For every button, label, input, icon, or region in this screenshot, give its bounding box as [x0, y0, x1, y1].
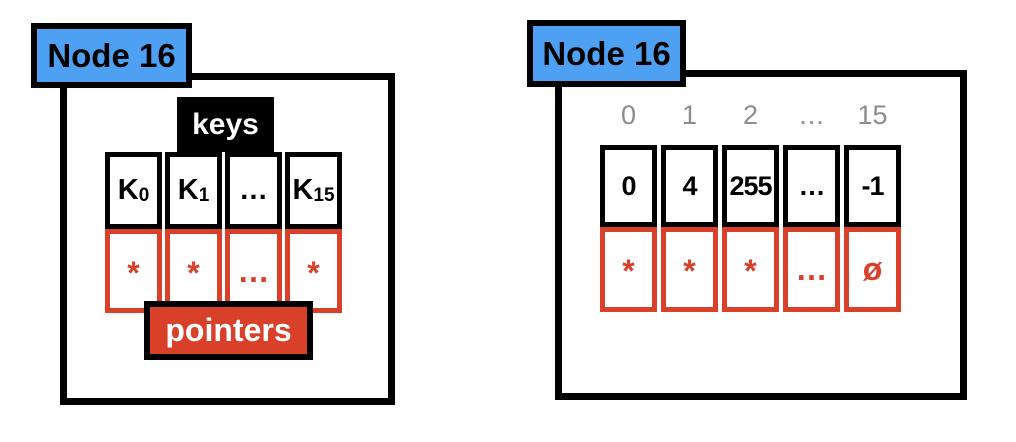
- index-label: 0: [620, 99, 637, 130]
- index-label: 2: [742, 99, 759, 130]
- pointer-asterisk: *: [622, 253, 635, 289]
- pointer-cell: *: [600, 227, 657, 312]
- pointer-cell: *: [661, 227, 718, 312]
- null-pointer-symbol: ø: [862, 251, 883, 287]
- key-base: K: [292, 174, 314, 206]
- index-label: 15: [857, 99, 888, 130]
- key-cell-ellipsis: …: [225, 152, 282, 229]
- index-row: 0 1 2 … 15: [600, 98, 901, 132]
- pointers-row: * * … *: [105, 229, 342, 313]
- pointer-cell: *: [165, 229, 222, 313]
- key-subscript: 0: [138, 185, 150, 206]
- pointers-row: * * * … ø: [600, 227, 901, 312]
- keys-row: 0 4 255 … -1: [600, 145, 901, 227]
- pointer-asterisk: *: [127, 254, 140, 291]
- key-base: K: [177, 174, 199, 206]
- node-title-label: Node 16: [542, 34, 671, 72]
- node-title-label: Node 16: [47, 36, 176, 74]
- pointer-cell: *: [285, 229, 342, 313]
- pointer-cell: *: [722, 227, 779, 312]
- key-base: …: [239, 174, 268, 206]
- key-cell: 255: [722, 145, 779, 227]
- key-subscript: 15: [313, 185, 335, 206]
- index-label: 1: [681, 99, 698, 130]
- key-cell: 0: [600, 145, 657, 227]
- key-base: K: [117, 174, 139, 206]
- pointer-cell-ellipsis: …: [783, 227, 840, 312]
- key-cell-ellipsis: …: [783, 145, 840, 227]
- keys-label: keys: [177, 97, 274, 152]
- pointer-asterisk: *: [307, 254, 320, 291]
- pointer-asterisk: *: [683, 253, 696, 289]
- pointer-asterisk: *: [744, 253, 757, 289]
- node-title-badge: Node 16: [527, 20, 686, 87]
- node-title-badge: Node 16: [31, 23, 192, 88]
- pointer-asterisk: *: [187, 254, 200, 291]
- index-label-ellipsis: …: [798, 99, 825, 130]
- key-cell: -1: [844, 145, 901, 227]
- key-subscript: 1: [198, 185, 210, 206]
- pointer-ellipsis: …: [237, 252, 270, 289]
- pointer-cell-null: ø: [844, 227, 901, 312]
- pointer-cell: *: [105, 229, 162, 313]
- pointers-label: pointers: [144, 301, 313, 360]
- pointer-ellipsis: …: [795, 251, 828, 287]
- key-cell: 4: [661, 145, 718, 227]
